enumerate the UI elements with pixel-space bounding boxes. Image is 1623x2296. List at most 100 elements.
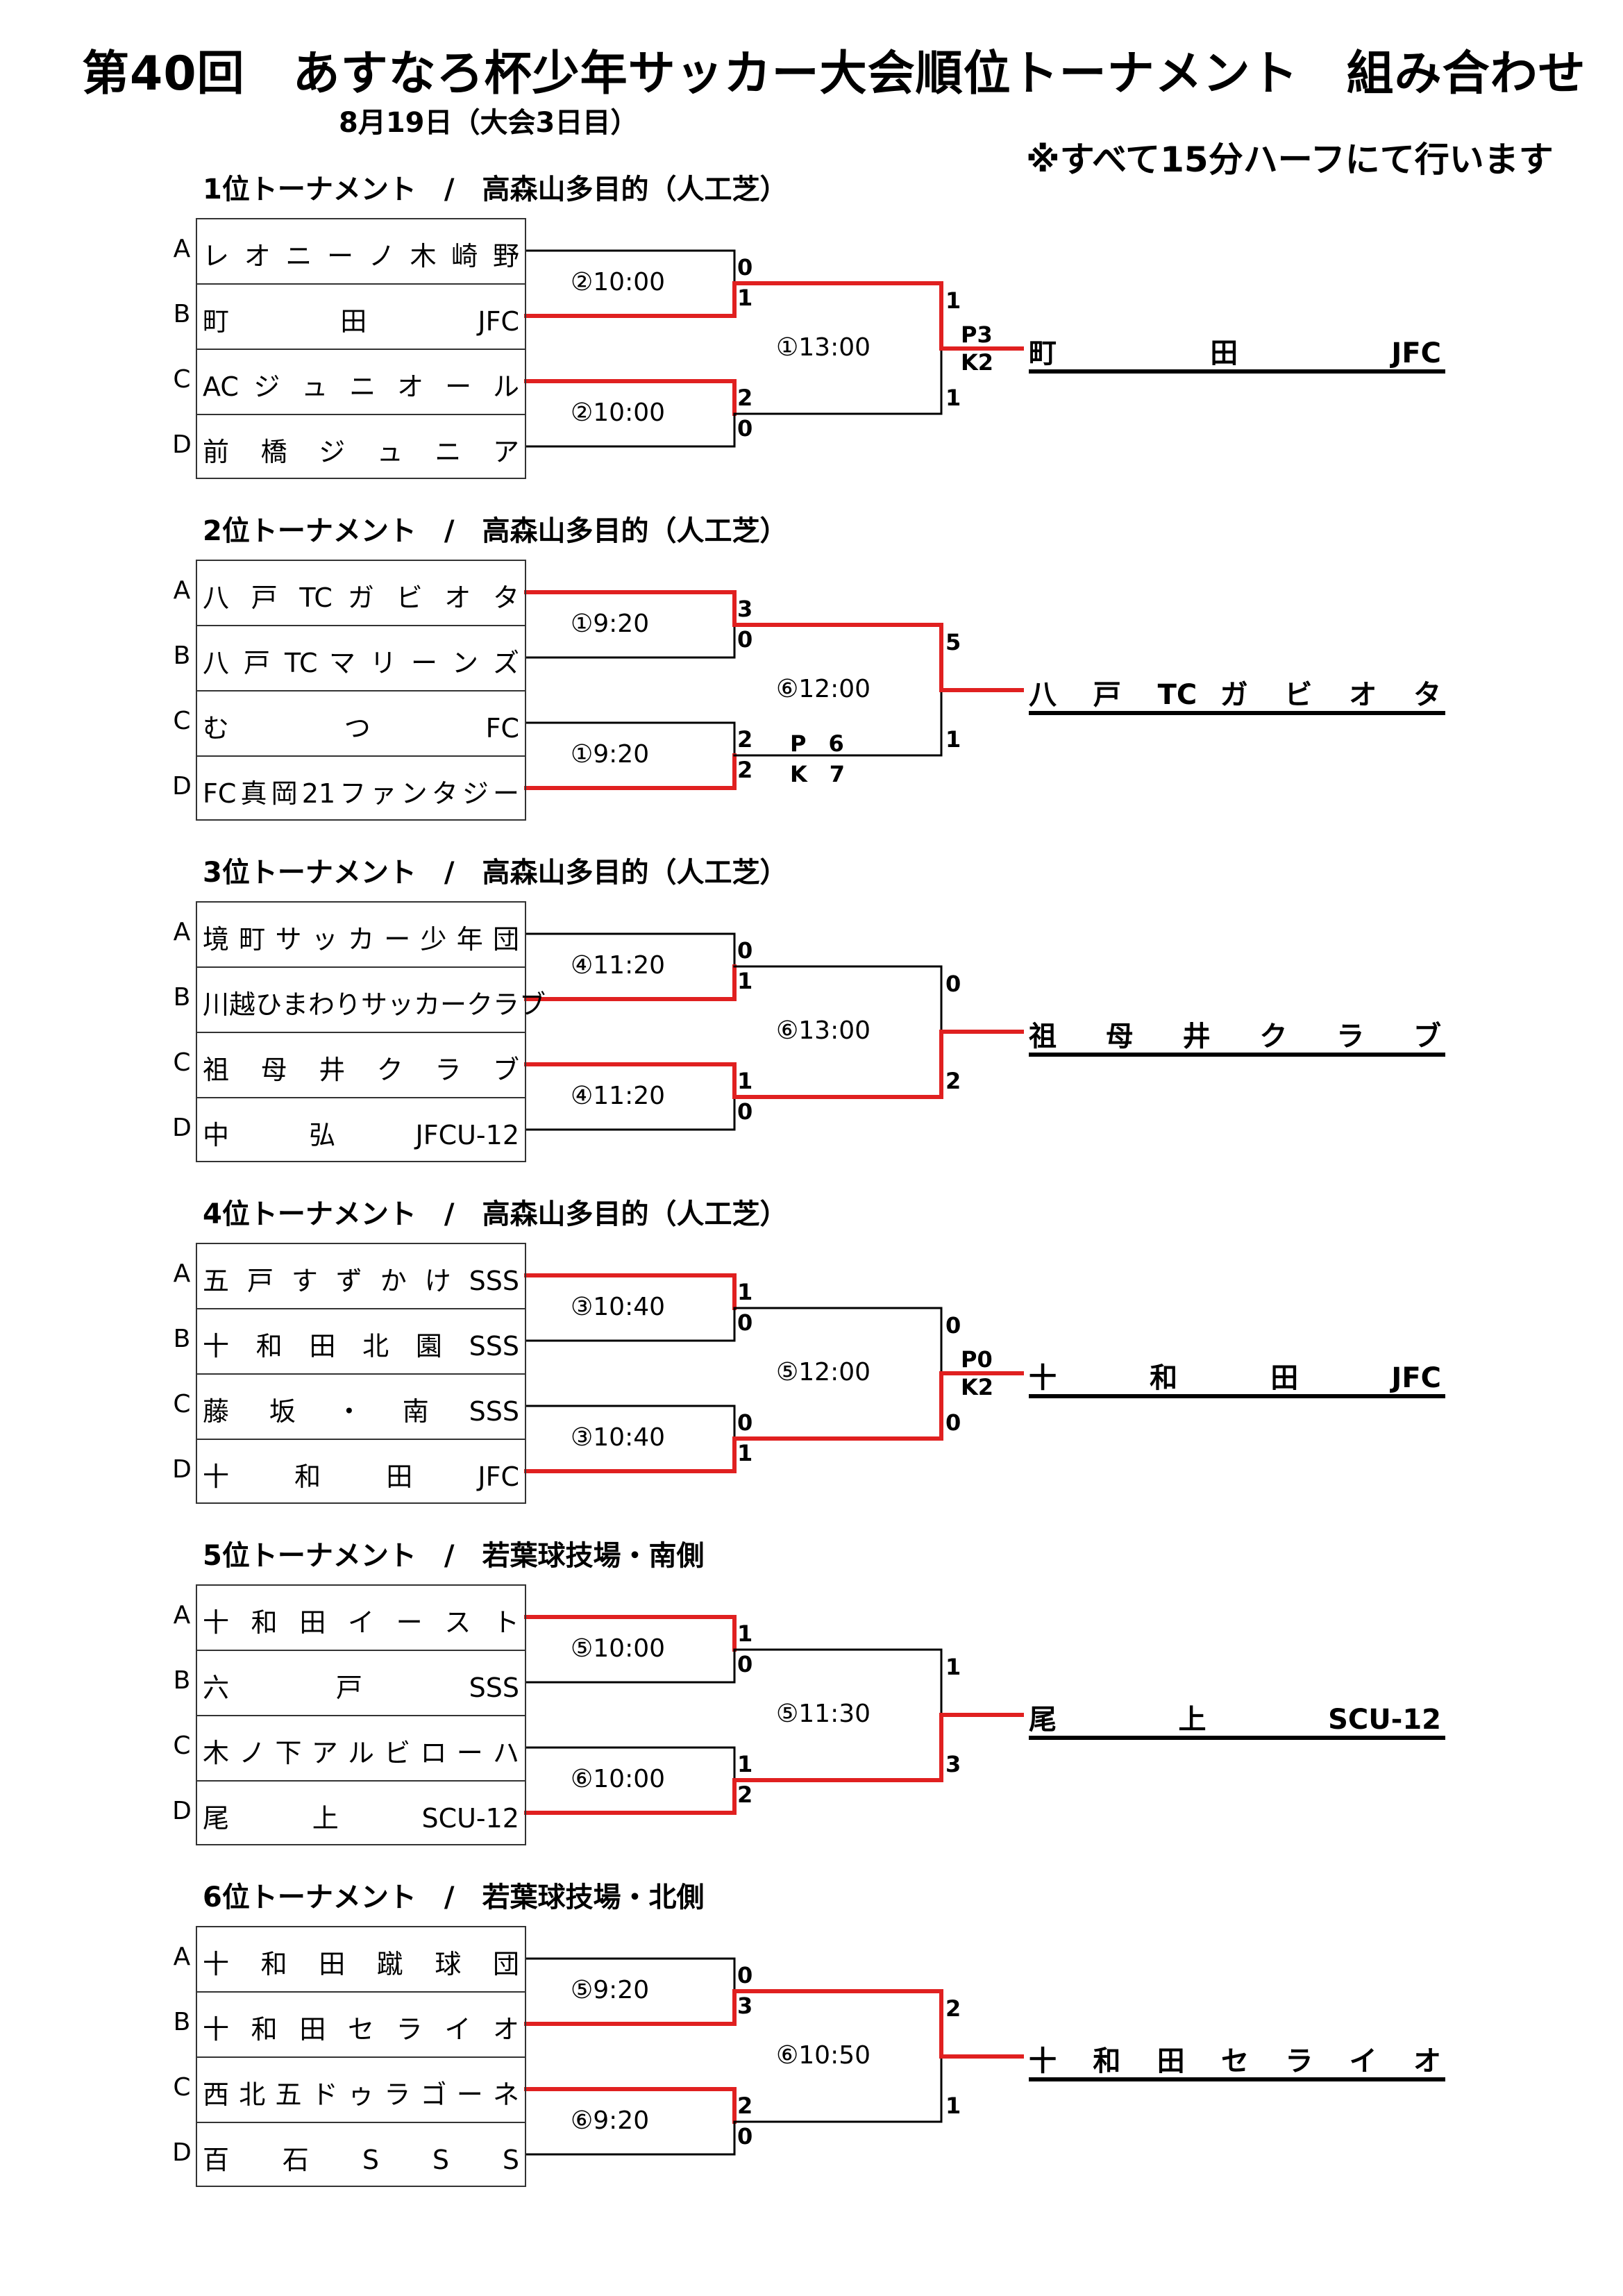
match-time: ⑤9:20 [571, 1976, 650, 2004]
score: 1 [737, 1620, 753, 1647]
champion-underline [1029, 369, 1445, 374]
score: 2 [737, 757, 753, 783]
slot-letter: B [173, 642, 191, 670]
event-date: 8月19日（大会3日目） [339, 107, 639, 139]
score: 0 [737, 626, 753, 653]
score: 1 [737, 1751, 753, 1777]
bracket-lines [524, 932, 1024, 1131]
final-match-time: ⑥12:00 [776, 675, 871, 703]
final-match-time: ⑥13:00 [776, 1016, 871, 1045]
score: 3 [737, 1993, 753, 2019]
team-name: 尾 上 SCU-12 [203, 1803, 519, 1834]
team-row: レ オ ニ ー ノ 木 崎 野 [197, 219, 525, 285]
slot-letter: C [173, 1390, 191, 1418]
slot-letter: D [172, 1455, 192, 1484]
team-row: 八 戸 TC ガ ビ オ タ [197, 561, 525, 626]
champion-name: 十 和 田 JFC [1029, 1362, 1441, 1394]
team-name: 八 戸 TC マ リ ー ン ズ [203, 648, 519, 678]
team-name: 藤 坂 ・ 南 SSS [203, 1396, 519, 1427]
slot-letter: B [173, 1325, 191, 1353]
match-time: ⑤10:00 [571, 1634, 666, 1663]
team-row: 十 和 田 イ ー ス ト [197, 1586, 525, 1651]
final-score: 2 [945, 1068, 961, 1094]
section-title: 3位トーナメント / 高森山多目的（人工芝） [203, 857, 788, 889]
champion-underline [1029, 2077, 1445, 2081]
slot-letter: C [173, 1048, 191, 1077]
team-name: 町 田 JFC [203, 306, 519, 337]
pk-score: P 6 [790, 730, 844, 757]
slot-letter: D [172, 1797, 192, 1825]
final-score: 0 [945, 971, 961, 997]
match-time: ④11:20 [571, 951, 666, 980]
team-row: 西 北 五 ド ゥ ラ ゴ ー ネ [197, 2058, 525, 2123]
score: 2 [737, 2093, 753, 2119]
slot-letter: D [172, 1114, 192, 1142]
slot-letter: A [173, 235, 191, 263]
final-score: 1 [945, 287, 961, 314]
team-name: 十 和 田 イ ー ス ト [203, 1607, 519, 1638]
final-match-time: ⑤11:30 [776, 1700, 871, 1728]
slot-letter: B [173, 1666, 191, 1695]
pk-score: K 7 [790, 761, 846, 787]
champion-name: 十 和 田 セ ラ イ オ [1029, 2045, 1441, 2077]
team-row: AC ジ ュ ニ オ ー ル [197, 350, 525, 415]
score: 1 [737, 1279, 753, 1305]
slot-letter: C [173, 2073, 191, 2102]
slot-letter: A [173, 1259, 191, 1288]
team-row: 川越ひまわりサッカークラブ [197, 968, 546, 1033]
champion-name: 八 戸 TC ガ ビ オ タ [1029, 679, 1441, 711]
final-score: 0 [945, 1409, 961, 1436]
final-score: 5 [945, 629, 961, 655]
score: 0 [737, 2123, 753, 2150]
team-row: 十 和 田 JFC [197, 1440, 525, 1505]
team-name: 十 和 田 蹴 球 団 [203, 1949, 519, 1979]
score: 2 [737, 1782, 753, 1808]
match-time: ⑥9:20 [571, 2106, 650, 2135]
team-name: 木 ノ 下 ア ル ビ ロ ー ハ [203, 1738, 519, 1768]
format-note: ※すべて15分ハーフにて行います [1026, 140, 1554, 180]
team-name: 十 和 田 セ ラ イ オ [203, 2014, 519, 2045]
score: 1 [737, 1440, 753, 1466]
final-pk-score: P3 K2 [961, 321, 994, 376]
slot-letter: D [172, 430, 192, 459]
final-score: 2 [945, 1995, 961, 2022]
slot-letter: B [173, 300, 191, 328]
team-name: 前 橋 ジ ュ ニ ア [203, 437, 519, 467]
team-name: む つ FC [203, 713, 519, 744]
section-title: 4位トーナメント / 高森山多目的（人工芝） [203, 1198, 788, 1230]
final-score: 1 [945, 1654, 961, 1680]
match-time: ③10:40 [571, 1423, 666, 1452]
team-list: 十 和 田 蹴 球 団十 和 田 セ ラ イ オ西 北 五 ド ゥ ラ ゴ ー … [196, 1926, 526, 2187]
team-row: 藤 坂 ・ 南 SSS [197, 1375, 525, 1440]
champion-name: 尾 上 SCU-12 [1029, 1704, 1441, 1736]
team-name: 中 弘 JFCU-12 [203, 1120, 519, 1150]
team-name: 西 北 五 ド ゥ ラ ゴ ー ネ [203, 2079, 519, 2110]
team-list: レ オ ニ ー ノ 木 崎 野町 田 JFC AC ジ ュ ニ オ ー ル前 橋 … [196, 218, 526, 479]
team-name: 五 戸 す ず か け SSS [203, 1266, 519, 1296]
champion-underline [1029, 1394, 1445, 1398]
score: 0 [737, 937, 753, 964]
team-name: 百 石 S S S [203, 2145, 519, 2175]
score: 1 [737, 1068, 753, 1094]
score: 3 [737, 596, 753, 622]
team-row: 尾 上 SCU-12 [197, 1782, 525, 1847]
section-title: 1位トーナメント / 高森山多目的（人工芝） [203, 174, 788, 206]
team-row: 境 町 サ ッ カ ー 少 年 団 [197, 903, 525, 968]
team-row: 町 田 JFC [197, 285, 525, 350]
score: 0 [737, 1098, 753, 1125]
team-row: 木 ノ 下 ア ル ビ ロ ー ハ [197, 1716, 525, 1782]
match-time: ⑥10:00 [571, 1765, 666, 1793]
team-row: 六 戸 SSS [197, 1651, 525, 1716]
team-row: 百 石 S S S [197, 2123, 525, 2188]
slot-letter: D [172, 2138, 192, 2167]
slot-letter: C [173, 365, 191, 394]
score: 2 [737, 726, 753, 753]
score: 0 [737, 1962, 753, 1988]
final-score: 1 [945, 726, 961, 753]
